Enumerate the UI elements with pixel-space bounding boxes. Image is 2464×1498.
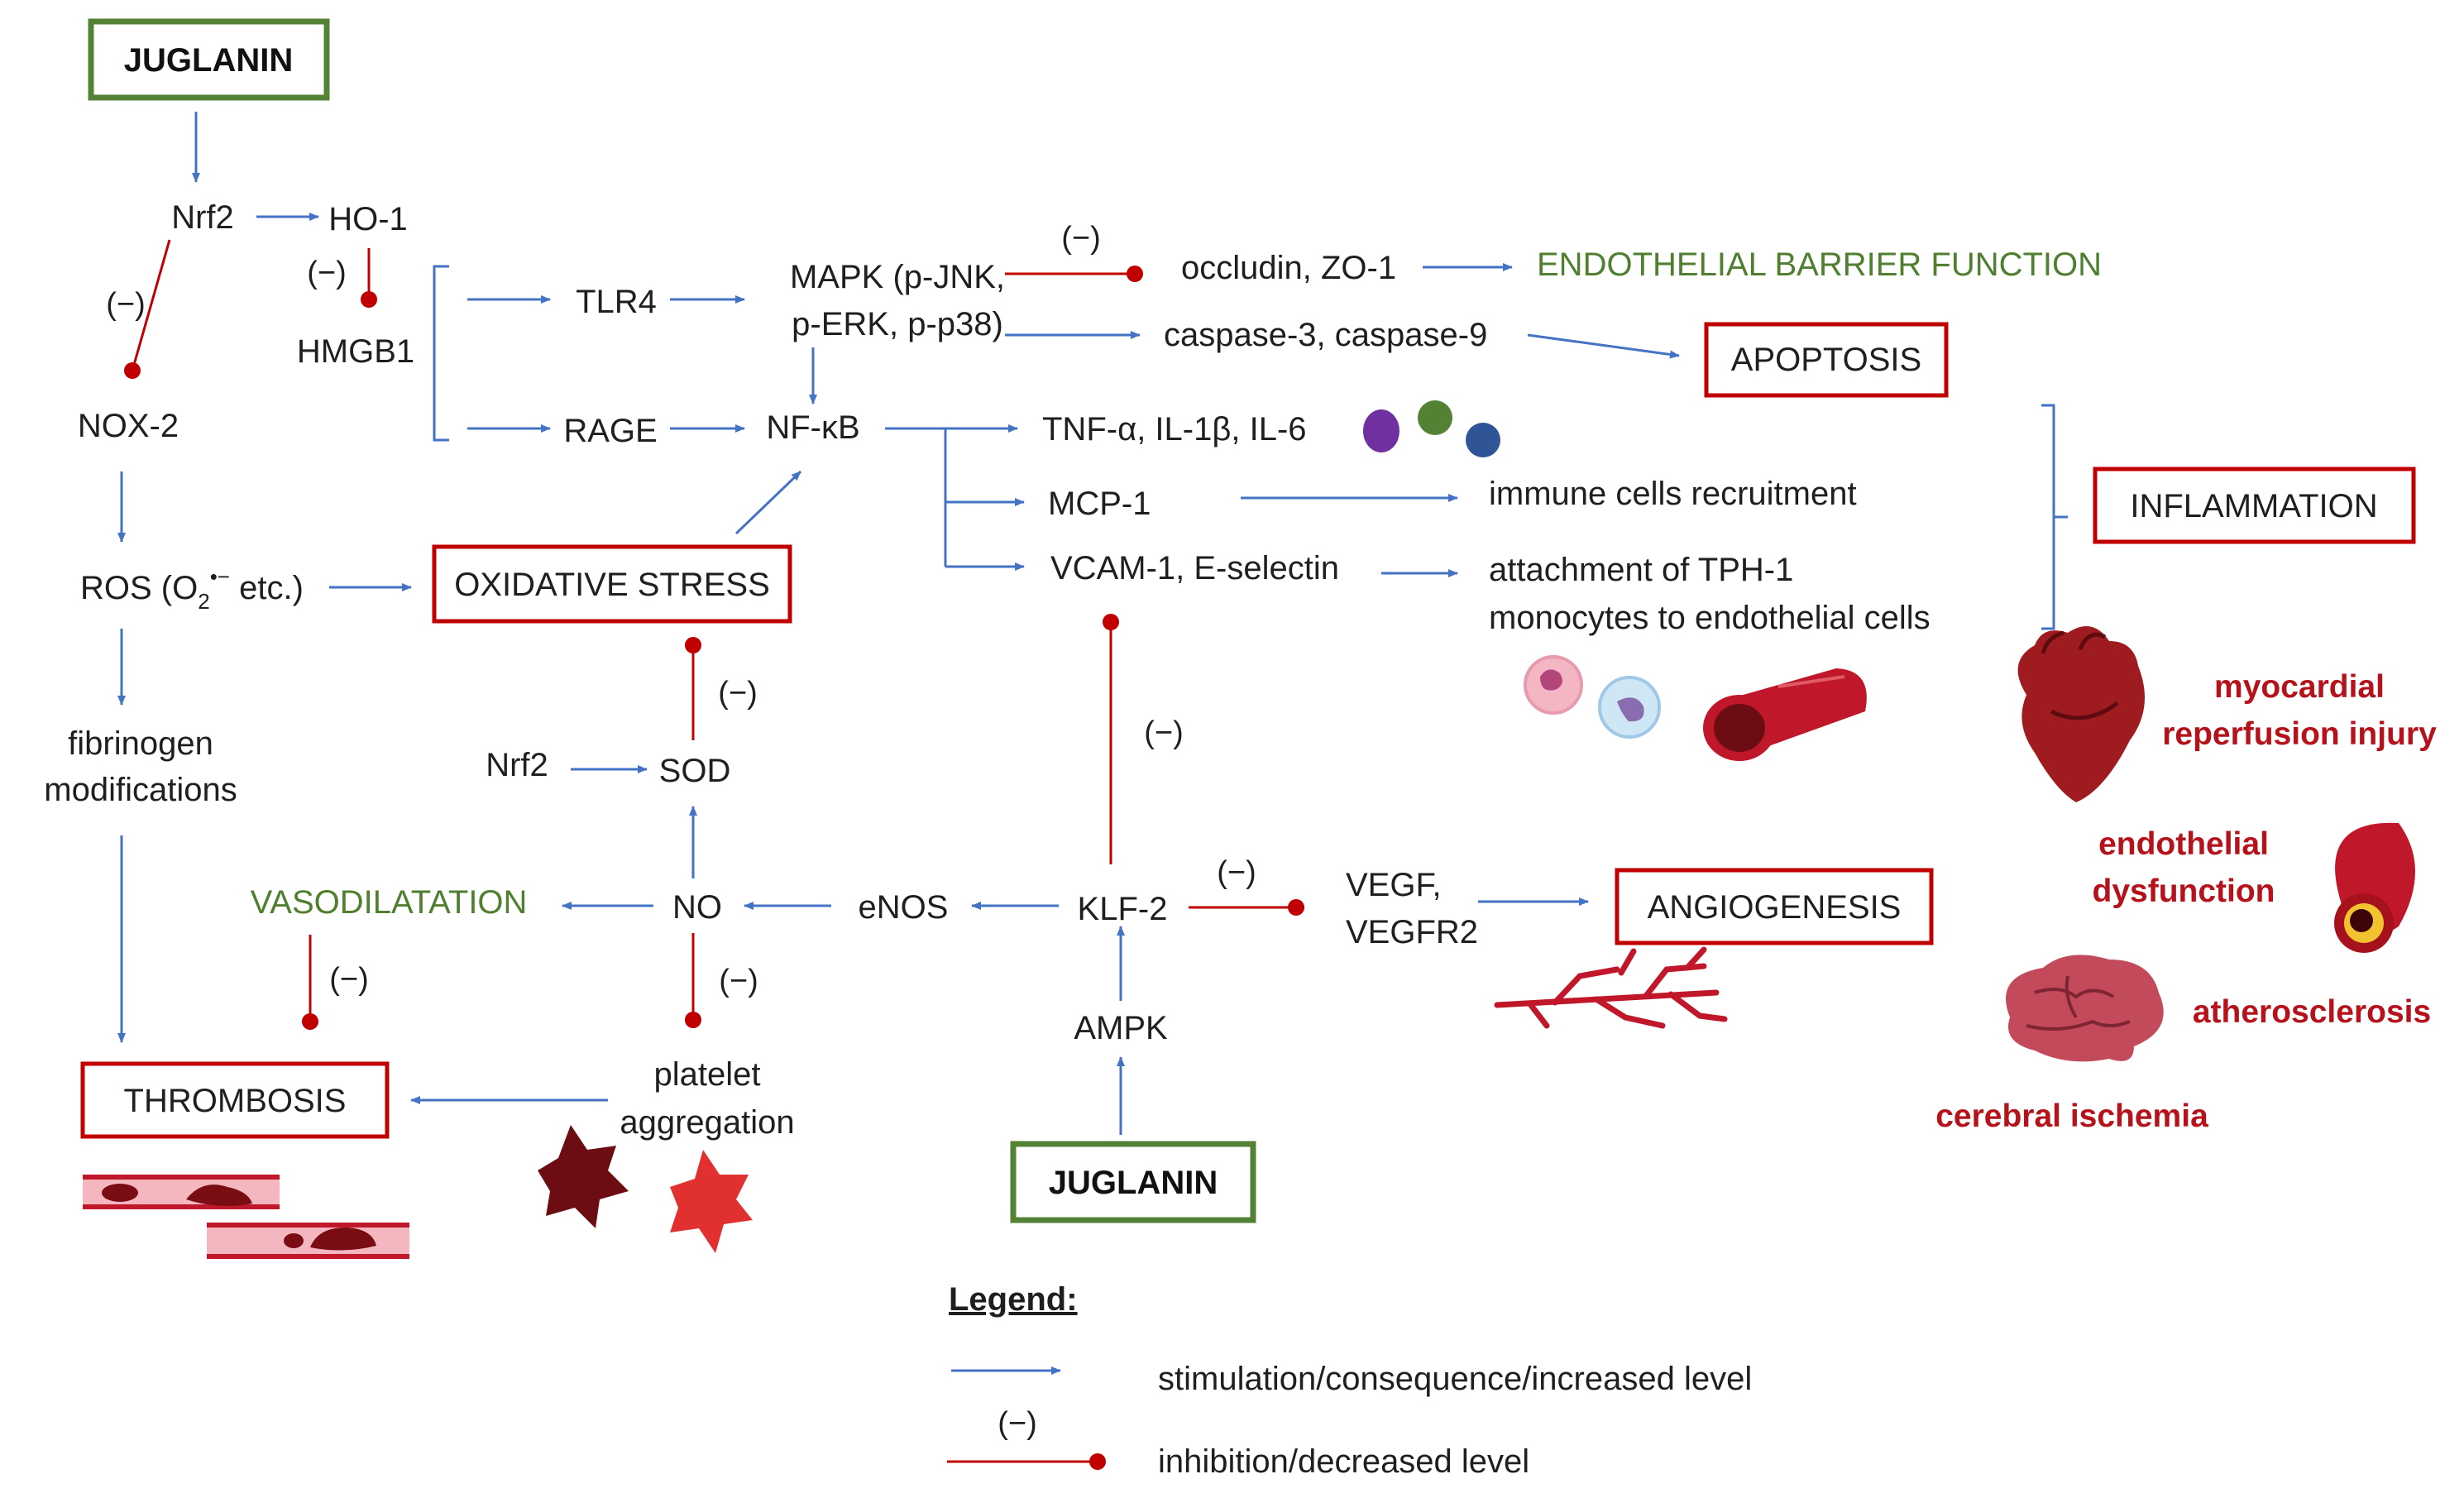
angiogenesis-label: ANGIOGENESIS (1648, 889, 1902, 926)
thrombosis-label: THROMBOSIS (124, 1083, 347, 1119)
oxidative-stress-box: OXIDATIVE STRESS (432, 544, 792, 624)
legend-inhibition-dot (1089, 1453, 1106, 1470)
occludin-label: occludin, ZO-1 (1181, 250, 1396, 286)
nrf2-top-label: Nrf2 (171, 199, 234, 236)
attachment-label-line2: monocytes to endothelial cells (1489, 600, 1931, 636)
angiogenesis-box: ANGIOGENESIS (1615, 868, 1934, 945)
mapk-label-line1: MAPK (p-JNK, (790, 259, 1005, 295)
juglanin-top-label: JUGLANIN (124, 42, 293, 79)
thrombosis-vessels-illustration (83, 1175, 409, 1259)
nfkb-label: NF-κB (766, 409, 859, 446)
apoptosis-label: APOPTOSIS (1731, 342, 1921, 378)
immune-recruitment-label: immune cells recruitment (1489, 476, 1857, 512)
legend: Legend: stimulation/consequence/increase… (947, 1281, 1752, 1480)
inhibition-mark: (−) (1144, 715, 1184, 750)
enos-label: eNOS (859, 889, 949, 926)
blood-vessel-illustration (1703, 668, 1867, 761)
fibrinogen-label-line2: modifications (44, 772, 237, 808)
nrf2-mid-label: Nrf2 (486, 747, 548, 783)
disease-myocardial-line2: reperfusion injury (2162, 716, 2437, 752)
inhibition-mark: (−) (718, 676, 758, 711)
vegf-label-line1: VEGF, (1346, 867, 1442, 903)
platelets-illustration (538, 1125, 753, 1253)
ros-label: ROS (O2•− etc.) (80, 564, 304, 614)
juglanin-bottom-label: JUGLANIN (1049, 1165, 1218, 1201)
artery-illustration (2334, 822, 2415, 953)
legend-stimulation-label: stimulation/consequence/increased level (1158, 1361, 1752, 1397)
legend-inhibition-label: inhibition/decreased level (1158, 1443, 1529, 1480)
platelet-label-line2: aggregation (620, 1104, 794, 1141)
no-label: NO (672, 889, 722, 926)
heart-illustration (2017, 626, 2145, 802)
cytokine-dots-illustration (1363, 400, 1500, 457)
vegf-label-line2: VEGFR2 (1346, 914, 1478, 950)
legend-inhibition-mark: (−) (998, 1406, 1037, 1441)
inhibition-mark: (−) (307, 256, 347, 290)
caspase-label: caspase-3, caspase-9 (1164, 317, 1487, 353)
fibrinogen-label-line1: fibrinogen (68, 725, 213, 762)
nox2-label: NOX-2 (78, 408, 179, 444)
disease-atherosclerosis: atherosclerosis (2193, 994, 2431, 1030)
arrow-caspase-to-apoptosis (1527, 333, 1680, 359)
inflammation-box: INFLAMMATION (2093, 467, 2416, 544)
inflammation-label: INFLAMMATION (2130, 488, 2377, 524)
mapk-label-line2: p-ERK, p-p38) (792, 306, 1003, 342)
ho1-label: HO-1 (328, 201, 408, 237)
inhibition-mark: (−) (719, 964, 758, 998)
oxidative-stress-label: OXIDATIVE STRESS (454, 567, 770, 603)
inhibition-lines (124, 239, 1304, 1030)
juglanin-top-box: JUGLANIN (88, 18, 330, 101)
stimulation-arrows (117, 112, 1680, 1135)
platelet-label-line1: platelet (654, 1056, 761, 1093)
inhibition-mark: (−) (1061, 221, 1101, 256)
endothelial-barrier-label: ENDOTHELIAL BARRIER FUNCTION (1537, 246, 2102, 283)
disease-endothelial-line1: endothelial (2098, 826, 2269, 862)
legend-title: Legend: (949, 1281, 1078, 1318)
vasodilatation-label: VASODILATATION (251, 884, 528, 921)
cytokines-label: TNF-α, IL-1β, IL-6 (1042, 411, 1307, 447)
vcam-label: VCAM-1, E-selectin (1050, 550, 1339, 586)
thrombosis-box: THROMBOSIS (80, 1061, 390, 1139)
capillaries-illustration (1494, 946, 1728, 1029)
apoptosis-box: APOPTOSIS (1704, 322, 1949, 398)
hmgb1-label: HMGB1 (297, 333, 414, 370)
klf2-label: KLF-2 (1078, 891, 1168, 927)
inhibition-mark: (−) (106, 287, 146, 322)
rage-label: RAGE (563, 413, 657, 449)
inflammation-bracket (2041, 404, 2068, 630)
disease-endothelial-line2: dysfunction (2093, 873, 2275, 909)
juglanin-bottom-box: JUGLANIN (1010, 1141, 1256, 1223)
arrow-oxidative-to-nfkb (734, 470, 802, 535)
inhibit-nrf2-nox2 (131, 239, 171, 371)
sod-label: SOD (659, 753, 731, 789)
inhibition-mark: (−) (329, 962, 369, 997)
immune-cells-illustration (1524, 655, 1661, 739)
mcp1-label: MCP-1 (1048, 486, 1151, 522)
inhibition-mark: (−) (1217, 855, 1256, 890)
hmgb1-bracket (433, 265, 449, 442)
tlr4-label: TLR4 (576, 284, 657, 320)
brain-illustration (2006, 955, 2164, 1062)
attachment-label-line1: attachment of TPH-1 (1489, 552, 1793, 588)
nfkb-branch-lines (885, 427, 947, 567)
ampk-label: AMPK (1074, 1010, 1168, 1046)
disease-cerebral-ischemia: cerebral ischemia (1935, 1098, 2208, 1134)
disease-myocardial-line1: myocardial (2214, 669, 2385, 705)
